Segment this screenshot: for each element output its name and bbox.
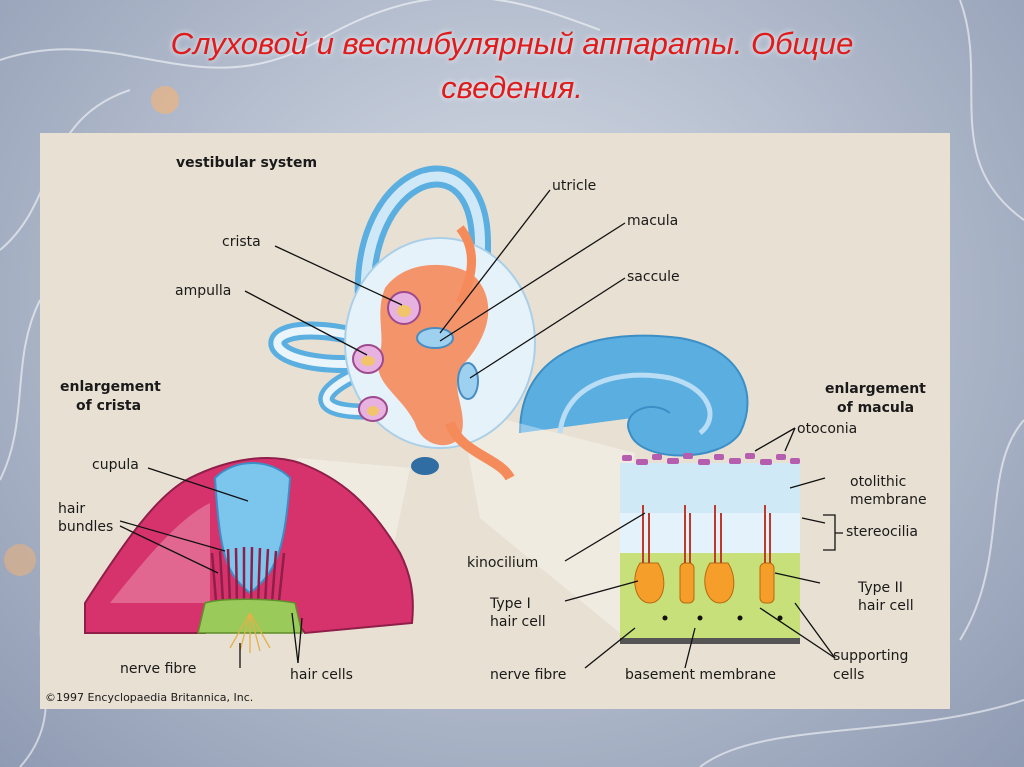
label-crista: crista: [222, 234, 261, 250]
heading-crista-line-1: enlargement: [60, 379, 161, 395]
heading-macula-line-1: enlargement: [825, 381, 926, 397]
label-stereocilia: stereocilia: [846, 524, 918, 540]
heading-vestibular-system: vestibular system: [176, 155, 317, 171]
label-otoconia: otoconia: [797, 421, 857, 437]
label-nerve-fibre-left: nerve fibre: [120, 661, 196, 677]
label-macula: macula: [627, 213, 678, 229]
label-otolithic-1: otolithic: [850, 474, 906, 490]
label-utricle: utricle: [552, 178, 596, 194]
label-supporting-2: cells: [833, 667, 864, 683]
label-hair-bundles-2: bundles: [58, 519, 113, 535]
label-nerve-fibre-right: nerve fibre: [490, 667, 566, 683]
label-supporting-1: supporting: [833, 648, 908, 664]
label-hair-cells: hair cells: [290, 667, 353, 683]
title-line-1: Слуховой и вестибулярный аппараты. Общие: [170, 26, 854, 61]
label-type2-2: hair cell: [858, 598, 914, 614]
macula-enlargement: [620, 453, 800, 644]
label-saccule: saccule: [627, 269, 680, 285]
label-ampulla: ampulla: [175, 283, 231, 299]
label-type1-1: Type I: [489, 596, 531, 612]
slide-title: Слуховой и вестибулярный аппараты. Общие…: [0, 22, 1024, 110]
title-line-2: сведения.: [441, 70, 583, 105]
heading-crista-line-2: of crista: [76, 398, 141, 414]
crista-enlargement: [84, 457, 414, 653]
vestibular-diagram: vestibular system enlargement of crista …: [45, 155, 927, 704]
label-basement-membrane: basement membrane: [625, 667, 776, 683]
diagram-panel: vestibular system enlargement of crista …: [40, 133, 950, 709]
heading-macula-line-2: of macula: [837, 400, 914, 416]
label-type2-1: Type II: [857, 580, 903, 596]
ampulla-crista-spots: [352, 291, 479, 422]
copyright-notice: ©1997 Encyclopaedia Britannica, Inc.: [45, 691, 253, 704]
label-kinocilium: kinocilium: [467, 555, 538, 571]
label-otolithic-2: membrane: [850, 492, 927, 508]
leader-lines: [119, 189, 836, 669]
stereocilia-bracket: [823, 514, 843, 551]
label-hair-bundles-1: hair: [58, 501, 85, 517]
label-cupula: cupula: [92, 457, 139, 473]
cochlea-illustration: [519, 334, 749, 457]
label-type1-2: hair cell: [490, 614, 546, 630]
